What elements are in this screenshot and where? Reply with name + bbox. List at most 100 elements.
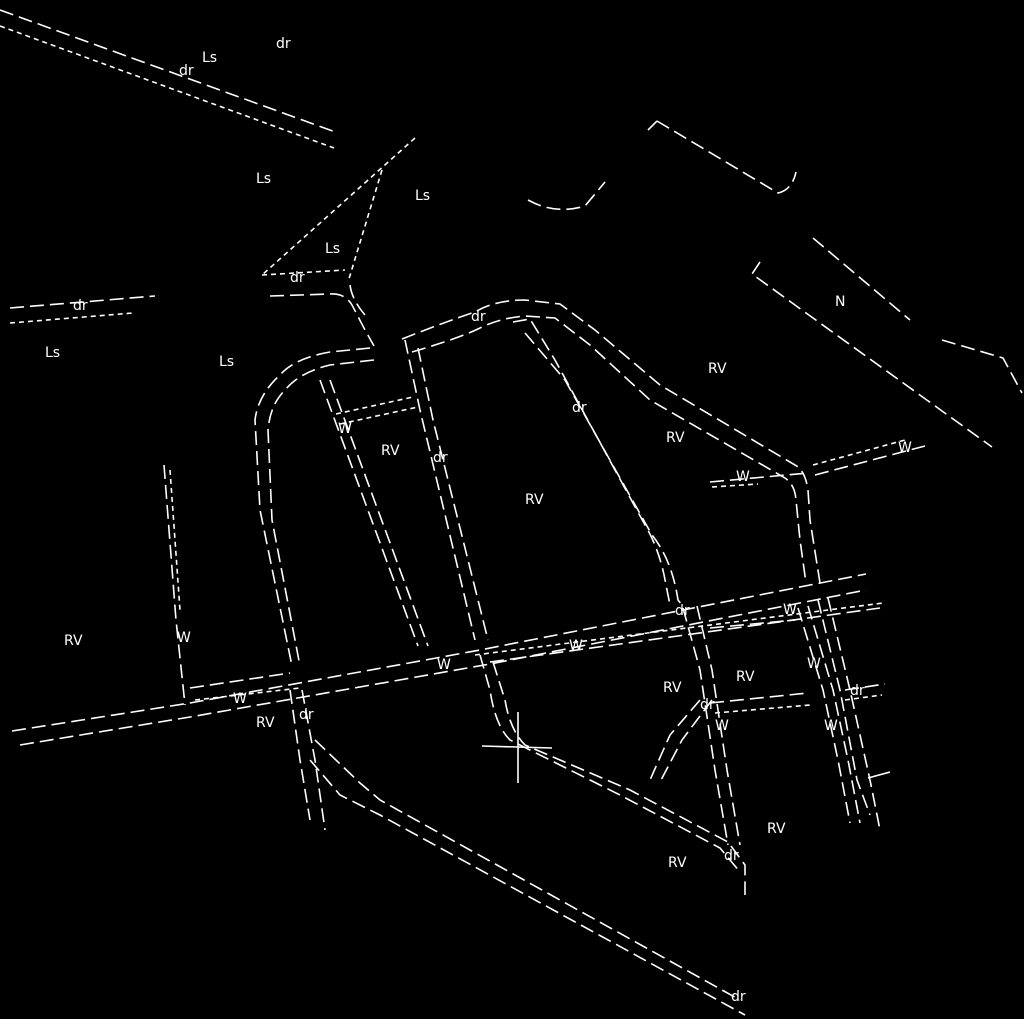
- boundary-line: [812, 439, 906, 466]
- parcel-label[interactable]: dr: [731, 989, 746, 1005]
- boundary-line: [656, 120, 797, 194]
- boundary-line: [319, 379, 419, 647]
- boundary-line: [289, 689, 311, 821]
- boundary-line: [9, 295, 156, 309]
- parcel-label[interactable]: dr: [471, 309, 486, 325]
- parcel-label[interactable]: Ls: [219, 354, 234, 370]
- boundary-line: [827, 597, 881, 831]
- boundary-line: [9, 312, 134, 324]
- boundary-line: [817, 599, 871, 816]
- boundary-line: [492, 661, 746, 895]
- parcel-label[interactable]: W: [177, 630, 191, 646]
- boundary-line: [709, 472, 809, 483]
- parcel-label[interactable]: W: [783, 602, 797, 618]
- boundary-line: [512, 318, 671, 606]
- boundary-line: [314, 739, 741, 1001]
- boundary-line: [941, 339, 1023, 394]
- boundary-line: [309, 759, 746, 1016]
- boundary-line: [163, 464, 186, 706]
- boundary-line: [349, 284, 366, 316]
- parcel-label[interactable]: Ls: [45, 345, 60, 361]
- parcel-label[interactable]: Ls: [202, 50, 217, 66]
- survey-crosshair: [481, 712, 553, 783]
- boundary-line: [189, 672, 291, 689]
- boundary-line: [267, 359, 375, 667]
- parcel-label[interactable]: dr: [572, 400, 587, 416]
- boundary-line: [301, 689, 326, 831]
- parcel-label[interactable]: dr: [73, 298, 88, 314]
- boundary-line: [479, 654, 741, 873]
- parcel-label[interactable]: RV: [666, 430, 685, 446]
- parcel-label[interactable]: RV: [708, 361, 727, 377]
- parcel-label[interactable]: RV: [381, 443, 400, 459]
- parcel-label[interactable]: RV: [663, 680, 682, 696]
- boundary-line: [527, 181, 606, 211]
- parcel-label[interactable]: dr: [675, 603, 690, 619]
- boundary-line: [474, 602, 884, 656]
- parcel-label[interactable]: RV: [64, 633, 83, 649]
- parcel-label[interactable]: RV: [736, 669, 755, 685]
- parcel-label[interactable]: W: [898, 440, 912, 456]
- map-marks: [481, 712, 553, 783]
- parcel-label[interactable]: dr: [276, 36, 291, 52]
- boundary-line: [696, 605, 741, 846]
- boundary-line: [19, 589, 867, 746]
- parcel-label[interactable]: dr: [700, 697, 715, 713]
- map-labels: Ls dr dr Ls Ls Ls dr dr Ls Ls N dr RV dr…: [45, 36, 912, 1005]
- boundary-line: [659, 699, 713, 783]
- parcel-label[interactable]: dr: [433, 450, 448, 466]
- boundary-line: [844, 683, 886, 691]
- boundary-line: [649, 699, 701, 781]
- boundary-line: [489, 607, 881, 663]
- boundary-line: [401, 299, 821, 584]
- boundary-line: [335, 396, 414, 415]
- parcel-label[interactable]: RV: [767, 821, 786, 837]
- parcel-label[interactable]: N: [835, 294, 845, 310]
- boundary-line: [714, 704, 811, 714]
- boundary-line: [682, 607, 729, 846]
- parcel-label[interactable]: dr: [724, 848, 739, 864]
- parcel-label[interactable]: dr: [299, 707, 314, 723]
- boundary-line: [269, 293, 375, 347]
- parcel-label[interactable]: W: [338, 421, 352, 437]
- parcel-label[interactable]: Ls: [415, 188, 430, 204]
- boundary-line: [194, 687, 301, 701]
- parcel-label[interactable]: dr: [850, 683, 865, 699]
- boundary-line: [339, 406, 419, 425]
- parcel-label[interactable]: W: [437, 657, 451, 673]
- boundary-line: [812, 237, 911, 321]
- boundary-line: [750, 261, 993, 448]
- boundary-line: [709, 619, 796, 629]
- parcel-label[interactable]: W: [715, 718, 729, 734]
- boundary-line: [411, 315, 807, 584]
- parcel-label[interactable]: dr: [179, 63, 194, 79]
- boundary-line: [404, 339, 476, 641]
- parcel-label[interactable]: Ls: [325, 241, 340, 257]
- parcel-label[interactable]: dr: [290, 270, 305, 286]
- parcel-label[interactable]: RV: [668, 855, 687, 871]
- boundary-line: [347, 169, 383, 283]
- boundary-line: [0, 9, 339, 134]
- boundary-line: [11, 573, 867, 732]
- parcel-label[interactable]: W: [569, 638, 583, 654]
- parcel-label[interactable]: Ls: [256, 171, 271, 187]
- boundary-line: [254, 347, 371, 667]
- parcel-label[interactable]: W: [736, 469, 750, 485]
- boundary-line: [261, 137, 416, 276]
- boundary-line: [329, 379, 429, 647]
- boundary-line: [709, 692, 809, 704]
- parcel-label[interactable]: RV: [256, 715, 275, 731]
- parcel-label[interactable]: W: [233, 691, 247, 707]
- boundary-line: [807, 605, 861, 824]
- parcel-label[interactable]: W: [807, 656, 821, 672]
- boundary-line: [711, 483, 759, 488]
- parcel-label[interactable]: RV: [525, 492, 544, 508]
- boundary-line: [524, 332, 683, 606]
- boundary-line: [647, 120, 658, 131]
- parcel-label[interactable]: W: [824, 718, 838, 734]
- boundary-line: [867, 771, 891, 779]
- boundary-line: [797, 607, 851, 824]
- boundary-line: [169, 469, 181, 611]
- map-linework: [0, 9, 1023, 1016]
